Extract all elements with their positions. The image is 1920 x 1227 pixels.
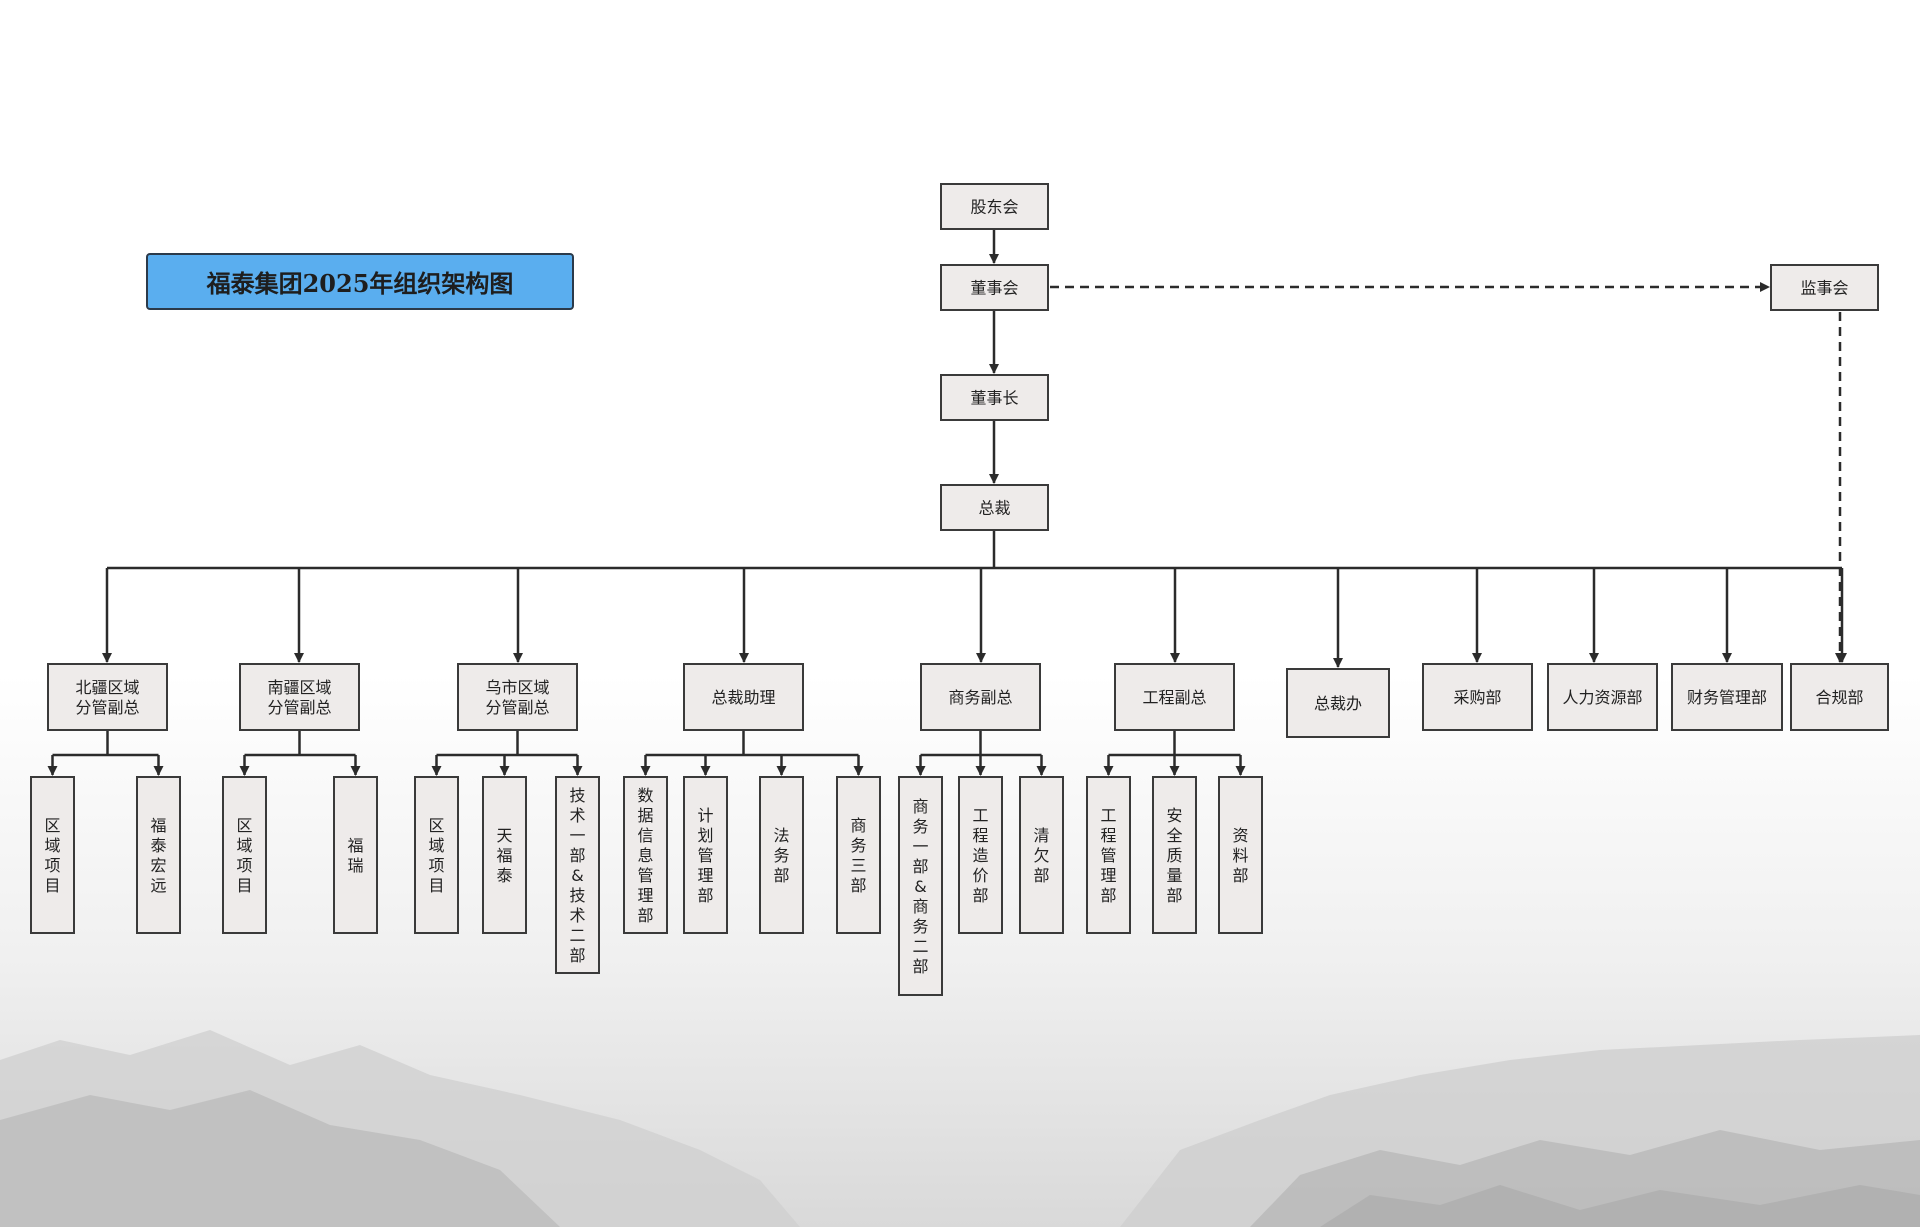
node-a-biz3: 商务三部 bbox=[836, 776, 881, 934]
node-n-region-projects: 区域项目 bbox=[30, 776, 75, 934]
node-urumqi-vp: 乌市区域分管副总 bbox=[457, 663, 578, 731]
node-label: 北疆区域分管副总 bbox=[75, 678, 139, 717]
node-label: 财务管理部 bbox=[1687, 688, 1767, 707]
node-label: 董事会 bbox=[970, 279, 1018, 298]
node-board: 董事会 bbox=[940, 264, 1049, 311]
node-label: 董事长 bbox=[970, 389, 1018, 408]
node-supervisory: 监事会 bbox=[1770, 264, 1879, 311]
node-label: 人力资源部 bbox=[1562, 688, 1642, 707]
node-a-plan: 计划管理部 bbox=[683, 776, 728, 934]
node-label: 技术一部&技术二部 bbox=[569, 786, 585, 965]
node-business-vp: 商务副总 bbox=[920, 663, 1041, 731]
node-hr: 人力资源部 bbox=[1547, 663, 1658, 731]
node-label: 工程副总 bbox=[1142, 688, 1206, 707]
node-label: 采购部 bbox=[1453, 688, 1501, 707]
node-north-vp: 北疆区域分管副总 bbox=[47, 663, 168, 731]
chart-title: 福泰集团2025年组织架构图 bbox=[146, 253, 574, 310]
node-label: 总裁 bbox=[978, 499, 1010, 518]
node-label: 南疆区域分管副总 bbox=[267, 678, 331, 717]
node-label: 区域项目 bbox=[44, 816, 60, 895]
node-u-tech: 技术一部&技术二部 bbox=[555, 776, 600, 974]
node-label: 法务部 bbox=[773, 826, 789, 885]
node-label: 区域项目 bbox=[236, 816, 252, 895]
node-b-debt: 清欠部 bbox=[1019, 776, 1064, 934]
node-finance: 财务管理部 bbox=[1671, 663, 1783, 731]
node-procurement: 采购部 bbox=[1422, 663, 1533, 731]
node-label: 工程造价部 bbox=[972, 806, 988, 905]
node-label: 商务三部 bbox=[850, 816, 866, 895]
node-label: 乌市区域分管副总 bbox=[485, 678, 549, 717]
node-label: 商务副总 bbox=[948, 688, 1012, 707]
node-label: 总裁办 bbox=[1314, 694, 1362, 713]
node-label: 合规部 bbox=[1815, 688, 1863, 707]
node-south-vp: 南疆区域分管副总 bbox=[239, 663, 360, 731]
node-president: 总裁 bbox=[940, 484, 1049, 531]
node-a-legal: 法务部 bbox=[759, 776, 804, 934]
node-s-region-projects: 区域项目 bbox=[222, 776, 267, 934]
node-label: 福瑞 bbox=[347, 836, 363, 875]
node-label: 商务一部&商务二部 bbox=[912, 797, 928, 976]
connector-lines bbox=[47, 229, 1847, 776]
node-compliance: 合规部 bbox=[1790, 663, 1889, 731]
node-label: 福泰宏远 bbox=[150, 816, 166, 895]
node-e-safety: 安全质量部 bbox=[1152, 776, 1197, 934]
node-label: 区域项目 bbox=[428, 816, 444, 895]
node-e-mgmt: 工程管理部 bbox=[1086, 776, 1131, 934]
node-b-biz12: 商务一部&商务二部 bbox=[898, 776, 943, 996]
node-shareholders: 股东会 bbox=[940, 183, 1049, 230]
node-u-region-projects: 区域项目 bbox=[414, 776, 459, 934]
node-label: 计划管理部 bbox=[697, 806, 713, 905]
node-label: 数据信息管理部 bbox=[637, 786, 653, 925]
node-s-furui: 福瑞 bbox=[333, 776, 378, 934]
node-president-office: 总裁办 bbox=[1286, 668, 1390, 738]
node-label: 总裁助理 bbox=[711, 688, 775, 707]
node-label: 资料部 bbox=[1232, 826, 1248, 885]
node-a-data: 数据信息管理部 bbox=[623, 776, 668, 934]
node-e-docs: 资料部 bbox=[1218, 776, 1263, 934]
node-n-futai-hongyuan: 福泰宏远 bbox=[136, 776, 181, 934]
node-label: 清欠部 bbox=[1033, 826, 1049, 885]
node-label: 股东会 bbox=[970, 198, 1018, 217]
node-u-tianfutai: 天福泰 bbox=[482, 776, 527, 934]
node-label: 工程管理部 bbox=[1100, 806, 1116, 905]
node-b-cost: 工程造价部 bbox=[958, 776, 1003, 934]
node-engineering-vp: 工程副总 bbox=[1114, 663, 1235, 731]
node-label: 安全质量部 bbox=[1166, 806, 1182, 905]
node-chairman: 董事长 bbox=[940, 374, 1049, 421]
node-assistant: 总裁助理 bbox=[683, 663, 804, 731]
node-label: 天福泰 bbox=[496, 826, 512, 885]
node-label: 监事会 bbox=[1800, 279, 1848, 298]
